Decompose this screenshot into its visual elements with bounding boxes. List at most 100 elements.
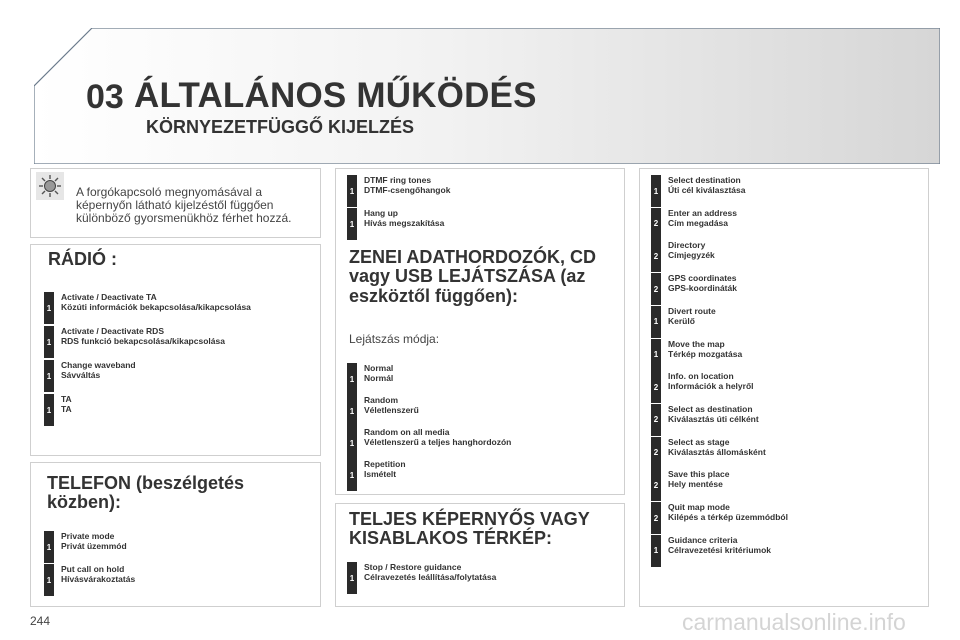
menu-item-english: DTMF ring tones [364,175,432,185]
header-frame [34,28,940,164]
page-number: 244 [30,614,51,628]
map-title-line1: TELJES KÉPERNYŐS VAGY [349,509,590,529]
map-title: TELJES KÉPERNYŐS VAGY KISABLAKOS TÉRKÉP: [349,509,590,549]
menu-item-english: Quit map mode [668,502,730,512]
menu-level-badge: 2 [651,469,661,502]
menu-item-english: Select as destination [668,403,753,414]
menu-item-hungarian: Célravezetés leállítása/folytatása [364,572,497,582]
menu-item-hungarian: Véletlenszerű a teljes hanghordozón [364,437,512,447]
page-title: ÁLTALÁNOS MŰKÖDÉS [134,76,537,115]
intro-box [30,168,321,238]
media-title-line3: eszköztől függően): [349,285,518,306]
menu-item-hungarian: Sávváltás [61,370,101,380]
menu-level-badge: 1 [44,360,54,392]
menu-item-hungarian: Ismételt [364,469,397,479]
menu-item-hungarian: DTMF-csengőhangok [364,185,451,195]
menu-item-hungarian: TA [61,404,72,414]
menu-item-english: TA [61,394,72,404]
menu-item-english: Change waveband [61,360,136,370]
menu-level-badge: 1 [651,534,661,567]
chapter-number: 03 [86,78,124,116]
menu-level-badge: 1 [44,394,54,426]
navigation-box [639,168,929,607]
menu-level-badge: 2 [651,273,661,306]
menu-item-hungarian: Cím megadása [668,217,728,228]
menu-level-badge: 1 [651,305,661,338]
menu-level-badge: 2 [651,403,661,436]
menu-item-english: Private mode [61,531,115,541]
menu-item-english: Enter an address [668,207,737,218]
menu-item-hungarian: Kilépés a térkép üzemmódból [668,512,788,522]
menu-item-english: Guidance criteria [668,534,738,545]
watermark: carmanualsonline.info [682,609,906,635]
menu-level-badge: 1 [347,459,357,491]
menu-item-hungarian: Információk a helyről [668,381,754,392]
menu-item-english: Repetition [364,459,406,469]
phone-title-line2: közben): [47,492,121,513]
menu-level-badge: 1 [347,427,357,459]
radio-box [30,244,321,456]
menu-item-english: Select as stage [668,436,730,447]
menu-item-english: Put call on hold [61,564,125,574]
menu-item-hungarian: Célravezetési kritériumok [668,544,771,555]
media-title-line2: vagy USB LEJÁTSZÁSA (az [349,266,586,287]
menu-item-english: Random on all media [364,427,450,437]
menu-level-badge: 1 [347,395,357,427]
intro-text: A forgókapcsoló megnyomásával a képernyő… [76,185,292,225]
menu-item-hungarian: RDS funkció bekapcsolása/kikapcsolása [61,336,225,346]
phone-title: TELEFON (beszélgetés közben): [47,473,244,513]
chapter-header [34,28,940,164]
media-box [335,168,625,495]
menu-item-english: Hang up [364,208,398,218]
menu-item-hungarian: Kerülő [668,315,695,326]
menu-item-english: Info. on location [668,371,734,382]
menu-item-hungarian: Hely mentése [668,479,723,490]
menu-item-hungarian: Véletlenszerű [364,405,419,415]
menu-level-badge: 1 [347,208,357,240]
menu-level-badge: 2 [651,371,661,404]
menu-level-badge: 1 [44,564,54,596]
menu-item-english: Select destination [668,175,741,185]
menu-item-hungarian: Közúti információk bekapcsolása/kikapcso… [61,302,251,312]
phone-box [30,462,321,607]
map-box [335,503,625,607]
menu-item-english: Normal [364,363,394,373]
rotary-knob-icon [36,172,64,200]
menu-item-hungarian: Kiválasztás úti célként [668,413,759,424]
menu-item-hungarian: Normál [364,373,394,383]
menu-item-hungarian: Címjegyzék [668,250,715,261]
menu-item-english: Activate / Deactivate RDS [61,326,164,336]
menu-item-english: Random [364,395,398,405]
menu-item-english: Move the map [668,338,725,349]
menu-item-hungarian: Privát üzemmód [61,541,127,551]
menu-item-hungarian: Kiválasztás állomásként [668,446,766,457]
menu-level-badge: 1 [347,363,357,395]
menu-level-badge: 1 [44,531,54,563]
menu-item-hungarian: Hívásvárakoztatás [61,574,136,584]
menu-level-badge: 2 [651,240,661,273]
menu-item-english: GPS coordinates [668,273,737,284]
media-title-line1: ZENEI ADATHORDOZÓK, CD [349,247,596,267]
menu-level-badge: 2 [651,436,661,469]
menu-level-badge: 1 [44,292,54,324]
menu-level-badge: 1 [347,562,357,594]
